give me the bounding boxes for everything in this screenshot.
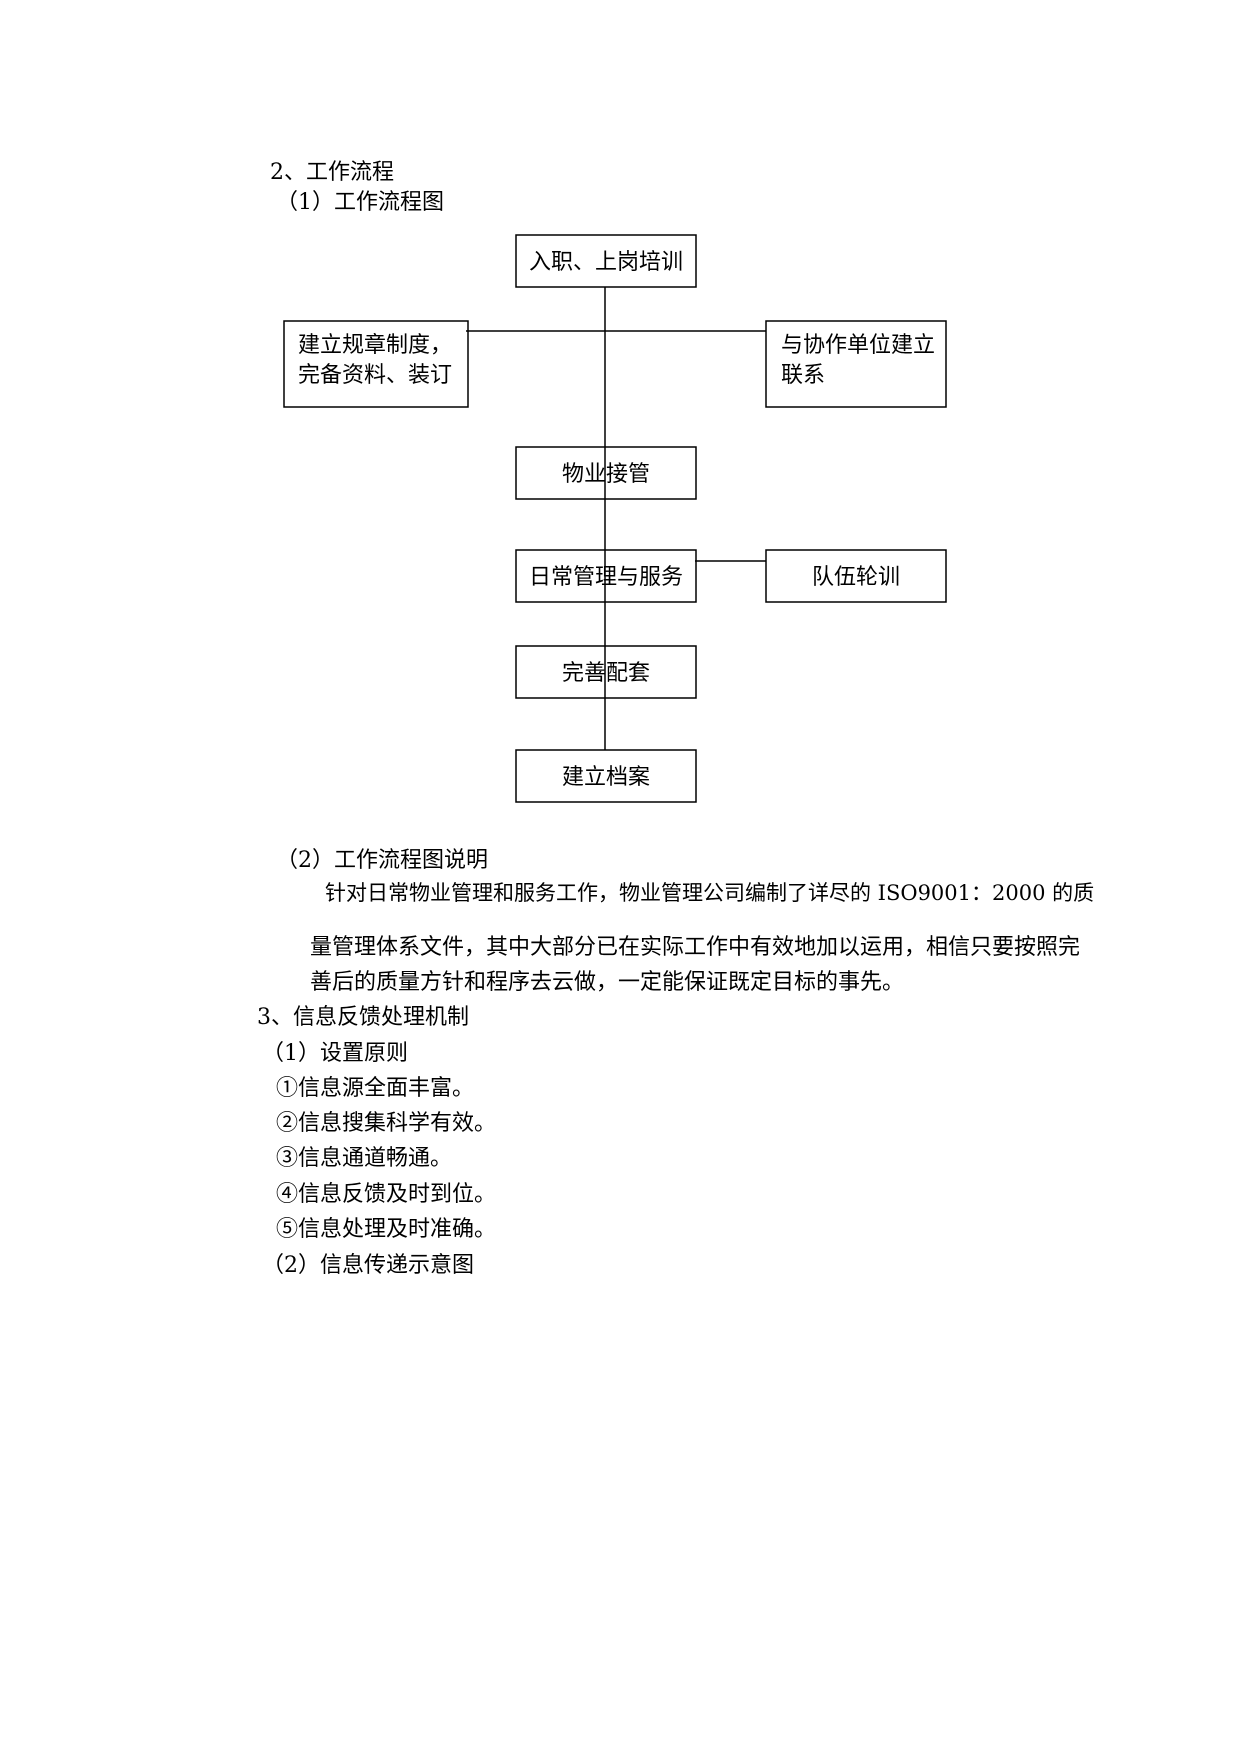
flow-box-step2 [515, 446, 697, 500]
subheading-info-diagram: （2）信息传递示意图 [262, 1253, 474, 1278]
section-heading: 3、信息反馈处理机制 [257, 1005, 469, 1030]
subheading-flow-description: （2）工作流程图说明 [276, 848, 488, 873]
list-item: ①信息源全面丰富。 [276, 1076, 475, 1101]
subheading-principles: （1）设置原则 [262, 1041, 408, 1066]
flow-label-right-1: 与协作单位建立 [781, 333, 935, 358]
subheading-flowchart: （1）工作流程图 [276, 190, 444, 215]
section-heading: 2、工作流程 [270, 160, 394, 185]
flow-label-side3: 队伍轮训 [812, 565, 900, 590]
flow-box-step5 [515, 749, 697, 803]
flow-box-side3 [765, 549, 947, 603]
flow-label-step5: 建立档案 [562, 765, 650, 790]
flow-label-left-1: 建立规章制度， [298, 333, 452, 358]
flow-label-step2: 物业接管 [562, 462, 650, 487]
paragraph-line: 量管理体系文件，其中大部分已在实际工作中有效地加以运用，相信只要按照完 [310, 935, 1081, 960]
flow-box-step4 [515, 645, 697, 699]
flow-label-left-2: 完备资料、装订 [298, 363, 452, 388]
flow-box-top [515, 234, 697, 288]
flow-box-step3 [515, 549, 697, 603]
paragraph-line: 善后的质量方针和程序去云做，一定能保证既定目标的事先。 [310, 970, 905, 995]
list-item: ⑤信息处理及时准确。 [276, 1217, 497, 1242]
list-item: ③信息通道畅通。 [276, 1146, 453, 1171]
flow-label-top: 入职、上岗培训 [529, 250, 683, 275]
flow-box-left [283, 320, 469, 408]
flow-label-step4: 完善配套 [562, 661, 650, 686]
flow-box-right [765, 320, 947, 408]
paragraph-line: 针对日常物业管理和服务工作，物业管理公司编制了详尽的 ISO9001：2000 … [325, 881, 1095, 905]
flow-label-step3: 日常管理与服务 [529, 565, 683, 590]
list-item: ②信息搜集科学有效。 [276, 1111, 497, 1136]
flow-label-right-2: 联系 [781, 363, 825, 388]
list-item: ④信息反馈及时到位。 [276, 1182, 497, 1207]
